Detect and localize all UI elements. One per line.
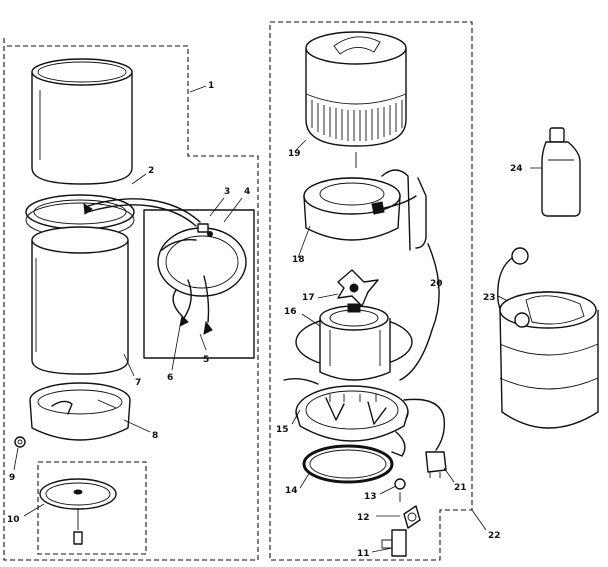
part-24-bottle [541,127,581,217]
callout-14: 14 [285,486,298,496]
callout-20: 20 [430,279,443,289]
part-21-plug [425,451,447,478]
callout-18: 18 [292,255,305,265]
part-13-fitting [394,478,406,502]
part-10-disc [39,478,117,545]
callout-12: 12 [357,513,370,523]
leader-lines [13,85,542,553]
callout-15: 15 [276,425,289,435]
callout-labels: 1 2 3 4 5 6 7 8 9 10 11 12 13 14 15 16 1… [7,81,523,559]
switch-inset-box [143,209,255,359]
part-8-base-dish [29,382,131,441]
left-assembly-boundary [3,38,259,561]
callout-2: 2 [148,166,154,176]
part-12-valve [403,505,421,529]
callout-19: 19 [288,149,301,159]
upper-canister [31,58,133,185]
callout-10: 10 [7,515,20,525]
part-9-knob [14,436,26,448]
part-20-wire [399,243,440,381]
callout-3: 3 [224,187,230,197]
callout-24: 24 [510,164,523,174]
callout-7: 7 [135,378,141,388]
callout-23: 23 [483,293,496,303]
callout-8: 8 [152,431,158,441]
callout-11: 11 [357,549,370,559]
switch-assembly [157,223,247,335]
callout-4: 4 [244,187,250,197]
part-15-base-plate [295,385,409,457]
callout-16: 16 [284,307,297,317]
callout-13: 13 [364,492,377,502]
callout-5: 5 [203,355,209,365]
right-assembly-boundary [269,21,473,561]
callout-21: 21 [454,483,467,493]
part-17-impeller [337,269,379,307]
part-18-collar [303,169,427,251]
callout-6: 6 [167,373,173,383]
filter-pleats [311,100,403,141]
part-16-motor [295,303,413,381]
callout-1: 1 [208,81,214,91]
part-23-tank [497,247,599,429]
part-14-gasket [302,444,394,484]
part-11-spout [381,529,407,557]
power-cord [283,377,446,451]
callout-17: 17 [302,293,315,303]
part-7-lower-canister [31,226,129,375]
callout-9: 9 [9,473,15,483]
callout-22: 22 [488,531,501,541]
part-19-filter-lid [305,31,407,147]
